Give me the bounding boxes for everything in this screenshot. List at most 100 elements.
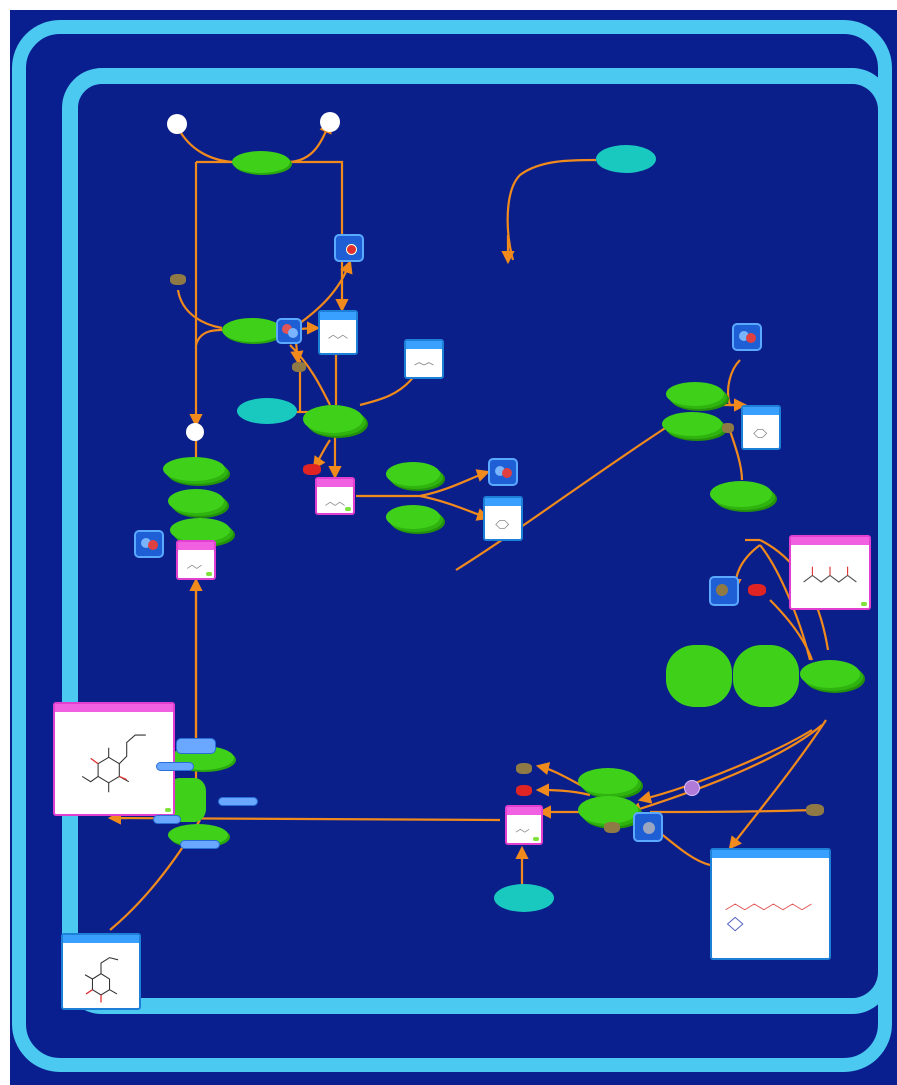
- compartment-inner-membrane: [62, 68, 892, 1014]
- edge: [627, 724, 823, 815]
- enzyme-node[interactable]: [386, 462, 440, 486]
- ion-cluster-icon[interactable]: [276, 318, 302, 344]
- endpoint-circle-left: [167, 114, 187, 134]
- structure-icon: [81, 734, 146, 793]
- molecule-card-header: [317, 479, 353, 487]
- annotation-pill[interactable]: [180, 840, 220, 849]
- edge: [506, 158, 597, 261]
- molecule-card-header: [406, 341, 442, 349]
- molecule-card-header: [55, 704, 173, 712]
- molecule-card[interactable]: [505, 805, 543, 845]
- molecule-card[interactable]: [315, 477, 355, 515]
- enzyme-node[interactable]: [800, 660, 860, 688]
- check-icon: [861, 602, 867, 606]
- molecule-card-header: [178, 542, 214, 550]
- molecule-card-header: [63, 935, 139, 943]
- protein-complex-node[interactable]: [666, 645, 732, 707]
- edge: [194, 328, 223, 346]
- edge: [359, 374, 416, 407]
- molecule-card-header: [791, 537, 869, 545]
- small-molecule-icon[interactable]: [604, 822, 620, 833]
- structure-icon: [803, 566, 857, 583]
- structure-icon: [515, 828, 530, 833]
- small-molecule-icon[interactable]: [806, 804, 824, 816]
- edge: [728, 719, 827, 850]
- annotation-pill[interactable]: [176, 738, 216, 754]
- enzyme-node[interactable]: [710, 481, 772, 507]
- protein-complex-node[interactable]: [733, 645, 799, 707]
- enzyme-node[interactable]: [578, 768, 638, 794]
- process-node[interactable]: [596, 145, 656, 173]
- molecule-card-header: [320, 312, 356, 320]
- ion-cluster-icon[interactable]: [732, 323, 762, 351]
- small-molecule-icon[interactable]: [748, 584, 766, 596]
- edge: [535, 783, 591, 797]
- check-icon: [533, 837, 539, 841]
- edge: [726, 424, 744, 481]
- molecule-card-header: [743, 407, 779, 415]
- molecule-card[interactable]: [741, 405, 781, 450]
- enzyme-node[interactable]: [163, 457, 225, 481]
- edge: [769, 599, 814, 661]
- edge: [289, 344, 331, 406]
- ion-cluster-icon[interactable]: [709, 576, 739, 606]
- enzyme-node[interactable]: [578, 796, 638, 824]
- edge: [637, 729, 813, 804]
- molecule-card-header: [712, 850, 829, 858]
- enzyme-node[interactable]: [303, 405, 363, 433]
- structure-icon: [84, 957, 119, 1003]
- check-icon: [345, 507, 351, 511]
- endpoint-circle-right: [320, 112, 340, 132]
- small-molecule-icon[interactable]: [303, 464, 321, 475]
- molecule-card[interactable]: [176, 540, 216, 580]
- edge: [419, 494, 491, 521]
- molecule-card[interactable]: [61, 933, 141, 1010]
- process-node[interactable]: [237, 398, 297, 424]
- edge: [176, 289, 223, 330]
- molecule-card[interactable]: [404, 339, 444, 379]
- enzyme-node[interactable]: [666, 382, 724, 406]
- small-molecule-icon[interactable]: [516, 763, 532, 774]
- ion-icon[interactable]: [684, 780, 700, 796]
- check-icon: [165, 808, 171, 812]
- enzyme-node[interactable]: [222, 318, 282, 342]
- ion-cluster-icon[interactable]: [488, 458, 518, 486]
- process-node[interactable]: [494, 884, 554, 912]
- edge: [196, 160, 349, 313]
- ion-cluster-icon[interactable]: [633, 812, 663, 842]
- edge: [455, 424, 671, 571]
- edge: [419, 469, 491, 498]
- structure-icon: [753, 429, 768, 438]
- edge: [649, 808, 811, 814]
- endpoint-circle-mid: [186, 423, 204, 441]
- molecule-card[interactable]: [789, 535, 871, 610]
- edge: [177, 127, 233, 164]
- annotation-pill[interactable]: [156, 762, 194, 771]
- enzyme-node[interactable]: [170, 518, 230, 542]
- structure-icon: [725, 903, 812, 932]
- molecule-card[interactable]: [483, 496, 523, 541]
- structure-icon: [325, 501, 345, 506]
- annotation-pill[interactable]: [153, 815, 181, 824]
- small-molecule-icon[interactable]: [516, 785, 532, 796]
- molecule-card[interactable]: [53, 702, 175, 816]
- molecule-card-header: [507, 807, 541, 815]
- enzyme-node[interactable]: [386, 505, 440, 529]
- edge: [726, 359, 748, 412]
- annotation-pill[interactable]: [218, 797, 258, 806]
- enzyme-node[interactable]: [232, 151, 290, 173]
- check-icon: [206, 572, 212, 576]
- ion-cluster-icon[interactable]: [334, 234, 364, 262]
- small-molecule-icon[interactable]: [722, 423, 734, 433]
- ion-cluster-icon[interactable]: [134, 530, 164, 558]
- small-molecule-icon[interactable]: [292, 362, 306, 372]
- molecule-card[interactable]: [318, 310, 358, 355]
- structure-icon: [414, 362, 434, 366]
- molecule-card[interactable]: [710, 848, 831, 960]
- enzyme-node[interactable]: [662, 412, 722, 436]
- small-molecule-icon[interactable]: [170, 274, 186, 285]
- structure-icon: [328, 334, 348, 339]
- enzyme-node[interactable]: [168, 489, 224, 513]
- structure-icon: [186, 564, 202, 569]
- structure-icon: [495, 520, 510, 529]
